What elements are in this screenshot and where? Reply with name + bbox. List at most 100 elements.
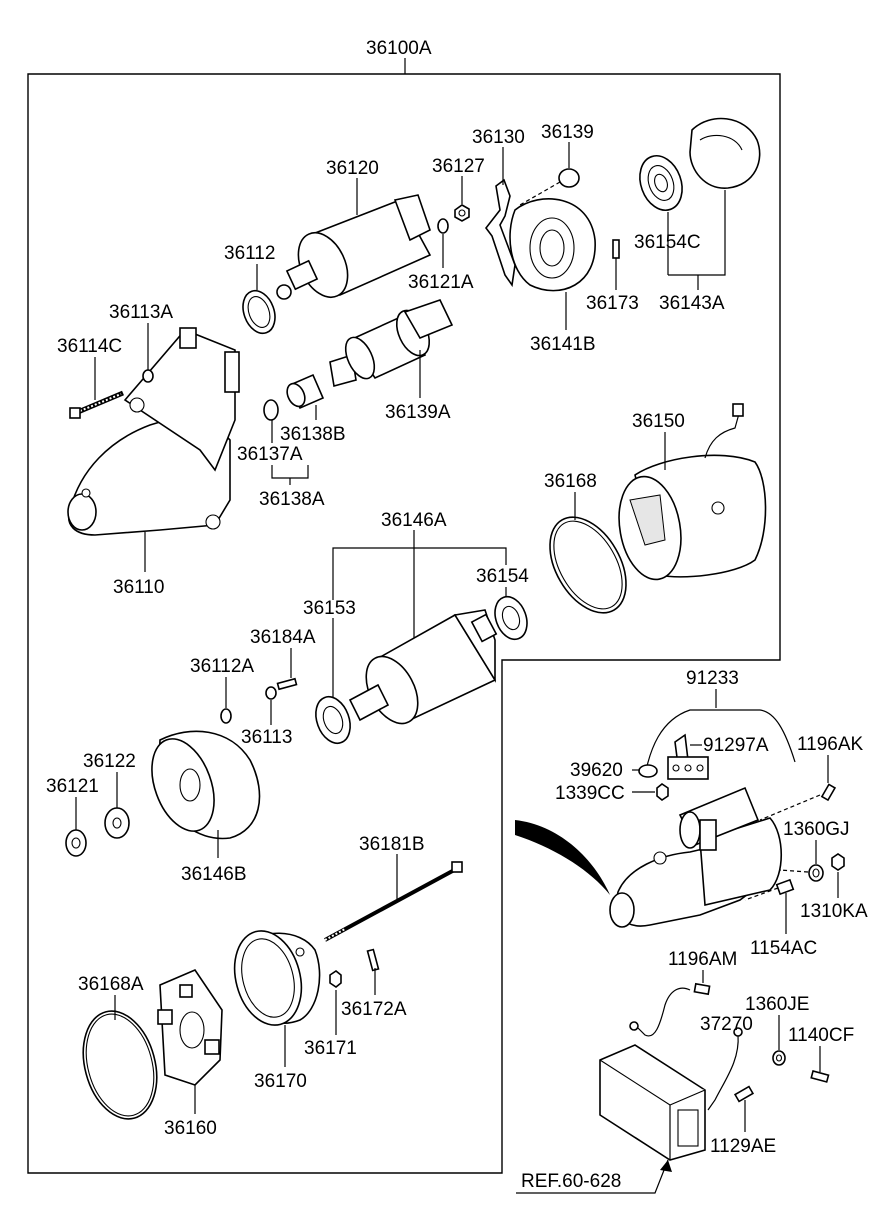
cable-91233 bbox=[644, 709, 796, 776]
label-36138B: 36138B bbox=[280, 424, 346, 445]
bearing-36154 bbox=[494, 595, 528, 641]
label-36110: 36110 bbox=[113, 577, 164, 598]
assembly-frame bbox=[27, 73, 781, 1174]
bolt-36114C bbox=[69, 390, 124, 419]
label-1339CC: 1339CC bbox=[555, 783, 625, 804]
ref-60-628: REF.60-628 bbox=[521, 1171, 621, 1192]
screw-36184A bbox=[276, 677, 298, 691]
label-36114C: 36114C bbox=[57, 336, 122, 357]
label-36137A: 36137A bbox=[237, 444, 303, 465]
brush-holder-36160 bbox=[157, 969, 223, 1086]
label-36168: 36168 bbox=[544, 471, 597, 492]
label-36168A: 36168A bbox=[78, 974, 144, 995]
ref-leader bbox=[516, 1159, 669, 1194]
label-36121: 36121 bbox=[46, 776, 99, 797]
stud-1154AC bbox=[775, 878, 795, 896]
leader-1360GJ-dash bbox=[779, 869, 809, 873]
nut-1310KA bbox=[831, 853, 845, 871]
plug-36139 bbox=[558, 168, 580, 188]
front-housing-36110 bbox=[67, 327, 240, 536]
label-1360GJ: 1360GJ bbox=[783, 819, 850, 840]
nut-36171 bbox=[329, 970, 342, 988]
label-36127: 36127 bbox=[432, 156, 485, 177]
label-36113A: 36113A bbox=[109, 302, 173, 323]
label-36130: 36130 bbox=[472, 127, 525, 148]
bolt-1140CF bbox=[810, 1070, 830, 1083]
leader-36139-dash bbox=[519, 181, 561, 206]
bolt-1196AK bbox=[820, 783, 837, 802]
label-36143A: 36143A bbox=[659, 293, 725, 314]
washer-36113A bbox=[142, 369, 154, 383]
label-36154C: 36154C bbox=[634, 232, 701, 253]
through-bolt-36181B bbox=[324, 861, 463, 942]
starter-assembly bbox=[609, 786, 783, 928]
washer-36121A bbox=[437, 218, 449, 234]
solenoid-36120 bbox=[276, 194, 432, 300]
bolt-1196AM bbox=[693, 982, 711, 996]
label-36153: 36153 bbox=[303, 598, 356, 619]
overrunning-clutch-36139A bbox=[329, 299, 454, 388]
label-36154: 36154 bbox=[476, 566, 529, 587]
label-36138A: 36138A bbox=[259, 489, 325, 510]
label-36120: 36120 bbox=[326, 158, 379, 179]
label-37270: 37270 bbox=[700, 1014, 753, 1035]
relay-39620 bbox=[638, 756, 709, 780]
label-1154AC: 1154AC bbox=[750, 938, 817, 959]
yoke-36150 bbox=[618, 403, 767, 581]
label-36181B: 36181B bbox=[359, 834, 425, 855]
label-36184A: 36184A bbox=[250, 627, 316, 648]
label-36112A: 36112A bbox=[190, 656, 254, 677]
label-1140CF: 1140CF bbox=[788, 1025, 854, 1046]
cap-36143A bbox=[689, 117, 761, 189]
label-1310KA: 1310KA bbox=[800, 901, 868, 922]
leader-1196AK-dash bbox=[759, 794, 821, 821]
rear-cover-36146B bbox=[151, 730, 261, 840]
washer-36113 bbox=[265, 686, 277, 700]
label-36173: 36173 bbox=[586, 293, 639, 314]
label-36160: 36160 bbox=[164, 1118, 217, 1139]
ref-arrowhead bbox=[660, 1160, 672, 1172]
leader-1154AC-dash bbox=[744, 887, 779, 901]
label-36170: 36170 bbox=[254, 1071, 307, 1092]
label-91233: 91233 bbox=[686, 668, 739, 689]
leader-36143A bbox=[668, 190, 726, 276]
label-36121A: 36121A bbox=[408, 272, 474, 293]
label-36139: 36139 bbox=[541, 122, 594, 143]
leader-36146A bbox=[332, 547, 507, 600]
label-36171: 36171 bbox=[304, 1038, 357, 1059]
end-cover-36170 bbox=[233, 930, 321, 1026]
label-1196AK: 1196AK bbox=[797, 734, 864, 755]
pin-36172A bbox=[366, 948, 380, 972]
assembly-arrow bbox=[515, 820, 610, 895]
label-36139A: 36139A bbox=[385, 402, 451, 423]
stop-collar-36138B bbox=[286, 373, 325, 410]
label-36146A: 36146A bbox=[381, 510, 447, 531]
washer-36112A bbox=[220, 708, 232, 724]
label-36112: 36112 bbox=[224, 243, 275, 264]
bolt-1129AE bbox=[733, 1085, 755, 1103]
armature-36146A bbox=[348, 609, 498, 725]
snap-ring-36137A bbox=[263, 399, 279, 421]
drive-housing-36141B bbox=[509, 198, 596, 292]
label-1129AE: 1129AE bbox=[710, 1136, 776, 1157]
label-36146B: 36146B bbox=[181, 864, 247, 885]
label-1360JE: 1360JE bbox=[745, 994, 809, 1015]
nut-1339CC bbox=[656, 783, 669, 801]
label-36172A: 36172A bbox=[341, 999, 407, 1020]
bearing-36153 bbox=[315, 695, 351, 745]
cable-37270 bbox=[707, 1034, 739, 1111]
label-36150: 36150 bbox=[632, 411, 685, 432]
label-36141B: 36141B bbox=[530, 334, 596, 355]
label-1196AM: 1196AM bbox=[668, 949, 737, 970]
shift-lever-36130 bbox=[484, 178, 516, 288]
label-36113: 36113 bbox=[241, 727, 292, 748]
bearing-36154C bbox=[639, 155, 683, 211]
label-36100A: 36100A bbox=[366, 38, 432, 59]
label-91297A: 91297A bbox=[703, 735, 769, 756]
body-reference-block bbox=[599, 1044, 706, 1161]
label-36122: 36122 bbox=[83, 751, 136, 772]
label-39620: 39620 bbox=[570, 760, 623, 781]
leader-36138A bbox=[271, 465, 309, 479]
screw-36173 bbox=[612, 239, 620, 259]
